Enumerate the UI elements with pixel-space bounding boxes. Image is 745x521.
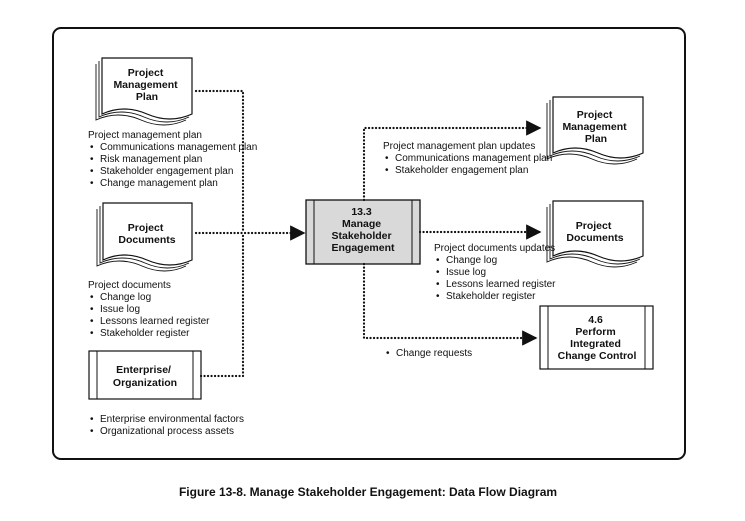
pmp-output-title-line: Project — [577, 109, 613, 121]
output-flow-lines — [362, 120, 542, 346]
docs-updates-list: Project documents updates •Change log •I… — [434, 243, 558, 302]
svg-text:Project Management: Project Management Plan — [562, 109, 629, 145]
svg-text:Project Documents: Project Documents — [566, 220, 623, 244]
pmp-title-line: Plan — [136, 91, 158, 103]
pic-title-line: 4.6 — [588, 314, 603, 326]
enterprise-title-line: Enterprise/ — [116, 364, 171, 376]
docs-input-list: Project documents •Change log •Issue log… — [88, 280, 212, 339]
pic-title-line: Perform — [575, 326, 615, 338]
output-perform-integrated-change-control: 4.6 Perform Integrated Change Control — [539, 305, 654, 370]
docs-title-line: Project — [128, 222, 164, 234]
svg-text:Project Documents: Project Documents — [118, 222, 175, 246]
svg-text:13.3 Manage Stakeh: 13.3 Manage Stakeholder Engagement — [331, 206, 395, 254]
pmp-input-list: Project management plan •Communications … — [88, 130, 260, 189]
process-title-line: Engagement — [331, 242, 395, 254]
process-manage-stakeholder-engagement: 13.3 Manage Stakeholder Engagement — [305, 199, 421, 265]
docs-output-title-line: Documents — [566, 232, 623, 244]
enterprise-title-line: Organization — [113, 377, 177, 389]
docs-title-line: Documents — [118, 234, 175, 246]
svg-text:Enterprise/ Organization: Enterprise/ Organization — [113, 364, 177, 389]
svg-text:Project Management: Project Management Plan — [113, 67, 180, 103]
input-flow-lines — [194, 89, 245, 378]
pmp-output-title-line: Plan — [585, 133, 607, 145]
input-project-management-plan: Project Management Plan — [95, 57, 193, 126]
output-project-management-plan: Project Management Plan — [546, 96, 644, 165]
enterprise-input-list: •Enterprise environmental factors •Organ… — [90, 414, 247, 437]
pmp-updates-list: Project management plan updates •Communi… — [383, 141, 555, 176]
output-project-documents: Project Documents — [546, 200, 644, 268]
docs-output-title-line: Project — [576, 220, 612, 232]
figure-caption: Figure 13-8. Manage Stakeholder Engageme… — [179, 485, 557, 499]
process-title-line: 13.3 — [351, 206, 372, 218]
pic-title-line: Integrated — [570, 338, 621, 350]
pic-title-line: Change Control — [558, 350, 637, 362]
pmp-title-line: Management — [113, 79, 178, 91]
process-title-line: Stakeholder — [331, 230, 391, 242]
change-requests-list: •Change requests — [386, 348, 472, 359]
diagram-frame — [52, 27, 686, 460]
svg-text:4.6 Perform Integr: 4.6 Perform Integrated Change Control — [558, 314, 637, 362]
input-enterprise-organization: Enterprise/ Organization — [88, 350, 202, 400]
pmp-title-line: Project — [128, 67, 164, 79]
pmp-output-title-line: Management — [562, 121, 627, 133]
process-title-line: Manage — [342, 218, 381, 230]
input-project-documents: Project Documents — [96, 202, 193, 272]
